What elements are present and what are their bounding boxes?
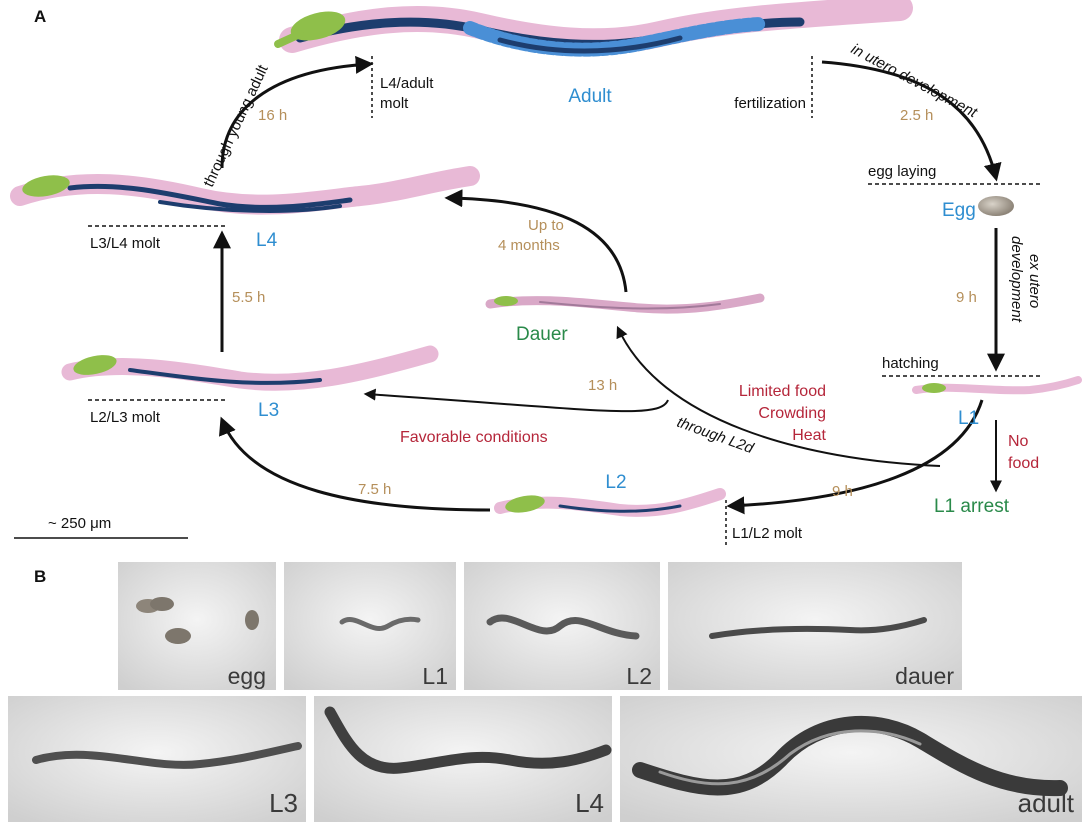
event-l2-l3-molt: L2/L3 molt <box>90 409 161 426</box>
photo-label-l4: L4 <box>575 788 604 818</box>
stress-label-crowding: Crowding <box>758 405 826 422</box>
panel-b-label: B <box>34 567 46 586</box>
stress-label-heat: Heat <box>792 427 826 444</box>
scale-bar-label: ~ 250 μm <box>48 515 111 532</box>
event-l1-l2-molt: L1/L2 molt <box>732 525 803 542</box>
event-fertilization: fertilization <box>734 95 806 112</box>
dauer-worm-illustration <box>490 296 760 309</box>
photo-l1: L1 <box>284 562 456 690</box>
path-label-ex-utero-line2: development <box>1008 236 1025 323</box>
photo-l4: L4 <box>314 696 612 822</box>
duration-young-adult: 16 h <box>258 107 287 124</box>
photo-label-l3: L3 <box>269 788 298 818</box>
photo-label-l2: L2 <box>626 663 652 689</box>
l4-worm-illustration <box>20 172 470 211</box>
path-label-through-young-adult: through young adult <box>200 62 272 190</box>
event-l3-l4-molt: L3/L4 molt <box>90 235 161 252</box>
panel-a-label: A <box>34 7 46 26</box>
stage-label-dauer: Dauer <box>516 324 568 345</box>
path-label-through-l2d: through L2d <box>675 414 757 458</box>
duration-l1-to-l2: 9 h <box>832 483 853 500</box>
photo-label-dauer: dauer <box>895 663 954 689</box>
photo-label-egg: egg <box>228 663 266 689</box>
adult-worm-illustration <box>278 6 900 51</box>
egg-illustration <box>978 196 1014 216</box>
stress-label-limited-food: Limited food <box>739 383 826 400</box>
photo-adult: adult <box>620 696 1082 822</box>
duration-ex-utero: 9 h <box>956 289 977 306</box>
duration-dauer-span-line2: 4 months <box>498 237 560 254</box>
stage-label-l1: L1 <box>958 408 979 429</box>
stage-label-l1-arrest: L1 arrest <box>934 496 1010 517</box>
l2-worm-illustration <box>500 493 720 516</box>
duration-dauer-exit: 13 h <box>588 377 617 394</box>
photo-dauer: dauer <box>668 562 962 690</box>
photo-l3: L3 <box>8 696 306 822</box>
event-l4-adult-molt-line1: L4/adult <box>380 75 434 92</box>
stage-label-l4: L4 <box>256 230 278 251</box>
path-label-ex-utero-line1: ex utero <box>1026 254 1043 308</box>
photo-l2: L2 <box>464 562 660 690</box>
duration-dauer-span-line1: Up to <box>528 217 564 234</box>
stage-label-adult: Adult <box>568 86 612 107</box>
duration-l2-to-l3: 7.5 h <box>358 481 391 498</box>
event-l4-adult-molt-line2: molt <box>380 95 409 112</box>
stage-label-l2: L2 <box>605 472 626 493</box>
event-hatching: hatching <box>882 355 939 372</box>
stage-label-egg: Egg <box>942 200 976 221</box>
photo-label-adult: adult <box>1018 788 1075 818</box>
l3-worm-illustration <box>70 352 430 383</box>
event-egg-laying: egg laying <box>868 163 936 180</box>
photo-egg: egg <box>118 562 276 690</box>
stage-label-l3: L3 <box>258 400 279 421</box>
no-food-label-line2: food <box>1008 455 1039 472</box>
path-label-favorable: Favorable conditions <box>400 429 548 446</box>
duration-in-utero: 2.5 h <box>900 107 933 124</box>
photo-label-l1: L1 <box>422 663 448 689</box>
duration-l3-to-l4: 5.5 h <box>232 289 265 306</box>
no-food-label-line1: No <box>1008 433 1029 450</box>
arrow-dauer-to-l3 <box>366 394 668 411</box>
l1-worm-illustration <box>916 380 1078 393</box>
